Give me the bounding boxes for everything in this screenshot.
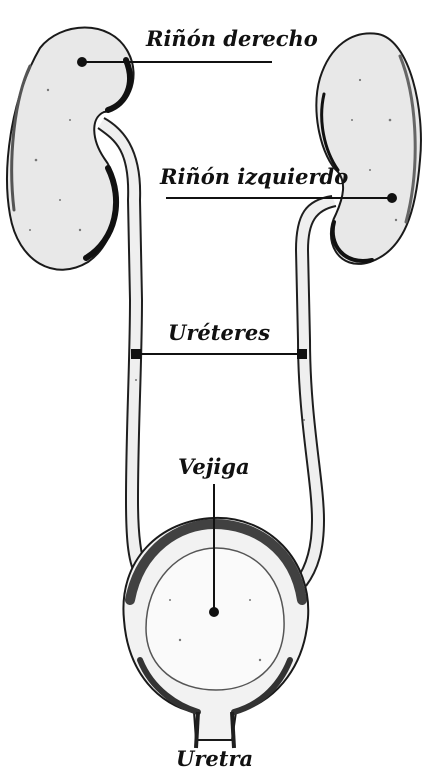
label-urethra: Uretra [176,748,253,769]
label-kidney-left: Riñón izquierdo [160,166,348,187]
marker-kidney-left [387,193,397,203]
bladder-shape [123,518,308,748]
marker-ureter-right [131,349,141,359]
label-bladder: Vejiga [178,456,250,477]
kidney-left-shape [316,33,421,263]
label-kidney-right: Riñón derecho [146,28,318,49]
label-ureters: Uréteres [168,322,270,343]
marker-ureter-left [297,349,307,359]
ureter-left-shape [296,196,336,586]
kidney-right-shape [7,28,133,270]
marker-kidney-right [77,57,87,67]
marker-bladder [209,607,219,617]
